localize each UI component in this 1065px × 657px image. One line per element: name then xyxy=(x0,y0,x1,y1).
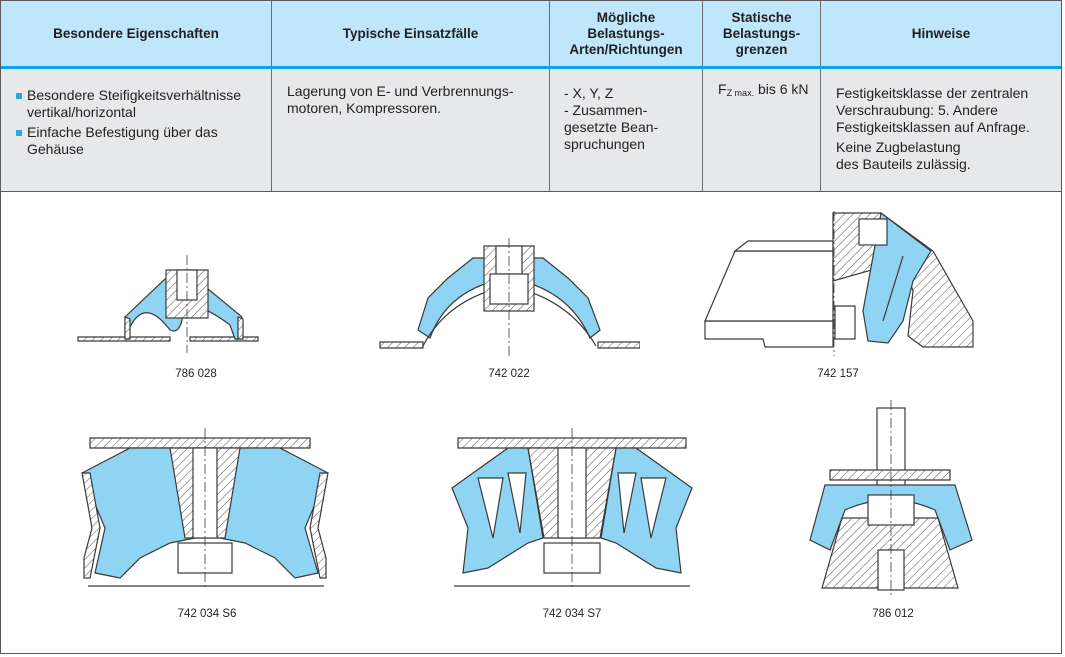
bullet-square-icon xyxy=(16,93,22,99)
figure-label: 742 022 xyxy=(488,368,530,380)
text-line: Verschraubung: 5. Andere xyxy=(836,102,998,118)
thread-bore xyxy=(858,218,888,246)
header-line: Arten/Richtungen xyxy=(569,41,683,57)
cell-belastungsarten: - X, Y, Z - Zusammen- gesetzte Bean- spr… xyxy=(550,69,703,191)
header-line: Belastungs- xyxy=(587,25,665,41)
table-row: Besondere Steifigkeitsverhältnisse verti… xyxy=(1,69,1061,192)
list-item: Einfache Befestigung über das Gehäuse xyxy=(15,124,271,158)
paragraph: Festigkeitsklasse der zentralen Verschra… xyxy=(836,85,1061,136)
figure-742-034-s7-drawing xyxy=(451,428,693,588)
text-line: Festigkeitsklassen auf Anfrage. xyxy=(836,119,1030,135)
text-line: des Bauteils zulässig. xyxy=(836,156,971,172)
header-hinweise: Hinweise xyxy=(821,1,1061,66)
stop-bracket xyxy=(834,305,856,340)
header-line: Belastungs- xyxy=(722,25,801,41)
text-line: Lagerung von E- und Verbrennungs- xyxy=(287,83,514,99)
figure-label: 742 034 S6 xyxy=(177,608,237,620)
cell-eigenschaften: Besondere Steifigkeitsverhältnisse verti… xyxy=(1,69,272,191)
text-line: - X, Y, Z xyxy=(564,85,614,101)
base-flange xyxy=(379,341,640,349)
text-line: - Zusammen- xyxy=(564,102,648,118)
figure-label: 786 028 xyxy=(175,368,217,380)
text-line: Festigkeitsklasse der zentralen xyxy=(836,85,1029,101)
top-plate xyxy=(829,469,951,481)
intermediate-plate xyxy=(882,255,904,322)
housing-walls xyxy=(124,316,244,340)
figure-label: 742 034 S7 xyxy=(542,608,602,620)
figure-786-012-drawing xyxy=(809,400,973,595)
force-limit-text: bis 6 kN xyxy=(754,81,809,97)
cell-hinweise: Festigkeitsklasse der zentralen Verschra… xyxy=(821,69,1061,191)
rubber-element-right xyxy=(219,447,329,579)
force-symbol: F xyxy=(718,81,727,97)
rubber-slots xyxy=(477,472,667,539)
figure-786-028-drawing xyxy=(77,255,259,353)
base-plate-left xyxy=(77,336,171,342)
header-line: Statische xyxy=(731,9,792,25)
bullet-square-icon xyxy=(16,130,22,136)
text-line: gesetzte Bean- xyxy=(564,119,659,135)
text-line: Gehäuse xyxy=(27,141,84,157)
cell-einsatzfaelle: Lagerung von E- und Verbrennungs- motore… xyxy=(272,69,550,191)
force-subscript: Z max. xyxy=(726,88,755,98)
outer-housing xyxy=(81,472,329,579)
figure-742-022-drawing xyxy=(379,238,640,356)
rubber-element-left xyxy=(81,447,196,579)
text-line: spruchungen xyxy=(564,136,645,152)
header-belastungsarten: Mögliche Belastungs- Arten/Richtungen xyxy=(550,1,703,66)
housing-left xyxy=(704,250,834,322)
header-eigenschaften-text: Besondere Eigenschaften xyxy=(53,25,219,41)
figure-label: 742 157 xyxy=(817,368,859,380)
figure-742-157-drawing xyxy=(704,211,974,356)
text-line: Besondere Steifigkeitsverhältnisse xyxy=(27,87,242,103)
figure-label: 786 012 xyxy=(872,608,914,620)
cell-belastungsgrenzen: FZ max. bis 6 kN xyxy=(703,69,821,191)
header-einsatzfaelle: Typische Einsatzfälle xyxy=(272,1,550,66)
header-eigenschaften: Besondere Eigenschaften xyxy=(1,1,272,66)
base-plate-right xyxy=(189,336,259,342)
list-item: Besondere Steifigkeitsverhältnisse verti… xyxy=(15,87,271,121)
top-plate-left xyxy=(733,240,834,252)
text-line: Keine Zugbelastung xyxy=(836,139,961,155)
base-left xyxy=(704,320,834,348)
paragraph: Keine Zugbelastung des Bauteils zulässig… xyxy=(836,139,1061,173)
header-einsatzfaelle-text: Typische Einsatzfälle xyxy=(342,25,479,41)
figure-742-034-s6-drawing xyxy=(81,428,329,588)
text-line: Einfache Befestigung über das xyxy=(27,124,218,140)
text-line: motoren, Kompressoren. xyxy=(287,100,442,116)
top-plate xyxy=(89,437,311,449)
header-hinweise-text: Hinweise xyxy=(911,25,971,41)
header-belastungsgrenzen: Statische Belastungs- grenzen xyxy=(703,1,821,66)
header-line: Mögliche xyxy=(596,9,656,25)
table-header: Besondere Eigenschaften Typische Einsatz… xyxy=(1,1,1061,69)
header-line: grenzen xyxy=(735,41,788,57)
text-line: vertikal/horizontal xyxy=(27,104,136,120)
